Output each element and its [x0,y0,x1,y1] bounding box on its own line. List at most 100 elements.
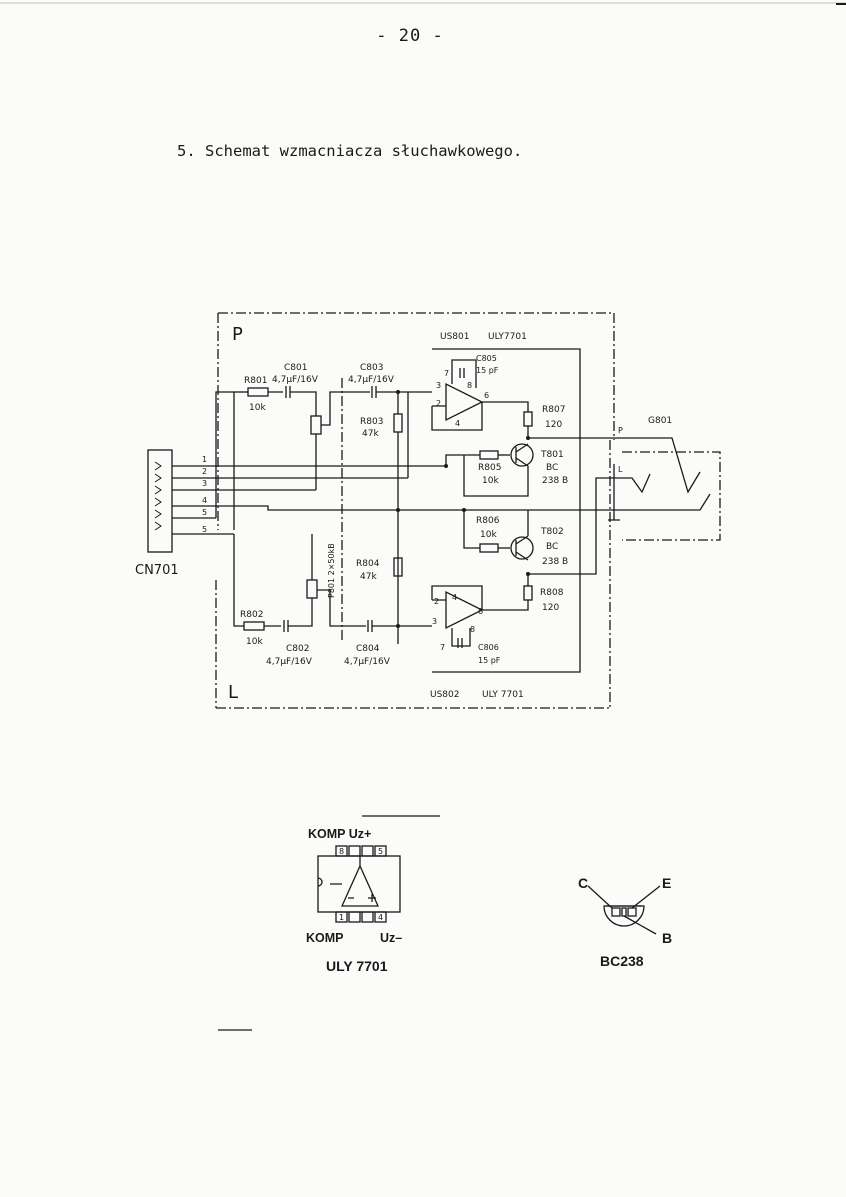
bottom-opamp-pin4: 4 [452,593,457,602]
ic-package-name: ULY 7701 [326,958,388,974]
top-opamp-out [482,401,529,412]
jack-g801 [608,437,721,541]
r801-value: 10k [249,403,266,413]
ic-pin-4: 4 [378,913,383,922]
t801-variant: 238 B [542,476,568,486]
r804-symbol [393,557,403,577]
t802-label: T802 [540,527,564,537]
c806-label: C806 [478,643,499,652]
r808-out [527,477,614,586]
t801-type: BC [546,463,558,473]
c803-symbol [360,386,399,414]
bottom-opamp-pin6: 6 [478,607,483,616]
c806-value: 15 pF [478,656,501,665]
ic-pin-bottom-right: Uz– [380,931,402,945]
top-opamp-pin2: 2 [436,399,441,408]
pin-1-label: 1 [202,455,207,464]
r803-value: 47k [362,429,379,439]
r807-label: R807 [542,405,565,415]
transistor-e-label: E [662,875,671,891]
c803-label: C803 [360,363,383,373]
top-opamp-pin8: 8 [467,381,472,390]
section-heading: 5. Schemat wzmacniacza słuchawkowego. [177,142,523,160]
top-input-wire [215,391,235,530]
ic-pin-5: 5 [378,847,383,856]
c801-value: 4,7µF/16V [272,375,319,385]
bottom-opamp-pin8: 8 [470,625,475,634]
t802-symbol [510,536,534,560]
page-number: - 20 - [376,26,444,46]
c804-symbol [360,620,432,632]
p801-bottom-wiper [311,534,360,627]
c805-symbol [459,368,465,378]
c802-symbol [264,598,313,632]
c806-wire [451,628,471,647]
r803-symbol [393,413,403,433]
t801-label: T801 [540,450,564,460]
bottom-feedback [431,585,483,610]
r804-label: R804 [356,559,380,569]
top-opamp-pin6: 6 [484,391,489,400]
c804-value: 4,7µF/16V [344,657,391,667]
c805-label: C805 [476,354,497,363]
t801-symbol [510,443,534,467]
r803-label: R803 [360,417,383,427]
top-opamp-pin3: 3 [436,381,441,390]
t801-emitter [463,455,529,497]
connector-bus [172,465,700,535]
pin-5-label: 5 [202,508,207,517]
r802-symbol [243,621,265,631]
channel-l-label: L [228,682,238,703]
ic-bottom-ref: US802 [430,690,459,700]
r801-symbol [247,387,269,397]
ic-bottom-type: ULY 7701 [482,690,524,700]
r806-value: 10k [480,530,497,540]
channel-l-box [215,440,611,709]
ic-pin-1: 1 [339,913,344,922]
ic-package-drawing [218,815,440,1031]
r808-label: R808 [540,588,564,598]
t801-leads [515,443,529,467]
r805-value: 10k [482,476,499,486]
c802-label: C802 [286,644,309,654]
connector-label: CN701 [135,563,179,578]
connector-cn701 [147,449,173,553]
bottom-opamp-pin2: 2 [434,597,439,606]
channel-p-label: P [232,324,243,345]
r808-value: 120 [542,603,559,613]
ic-pin-top-labels: KOMP Uz+ [308,827,371,841]
ic-top-ref: US801 [440,332,469,342]
pin-2-label: 2 [202,467,207,476]
pin-3-label: 3 [202,479,207,488]
r807-out [527,426,614,439]
transistor-b-label: B [662,930,672,946]
p801-top-wiper [315,391,360,490]
p801-top-symbol [310,415,322,435]
p801-bottom-symbol [306,579,318,599]
pin-5b-label: 5 [202,525,207,534]
r801-label: R801 [244,376,267,386]
c806-symbol [457,638,463,648]
r807-symbol [523,411,533,427]
bottom-opamp-out [482,600,529,611]
c805-wire [451,359,477,388]
bottom-opamp-symbol [445,590,484,630]
t802-variant: 238 B [542,557,568,567]
r807-value: 120 [545,420,562,430]
r802-label: R802 [240,610,263,620]
top-feedback [431,402,483,431]
c805-value: 15 pF [476,366,499,375]
bottom-opamp-pin7: 7 [440,643,445,652]
r806-wire-in [463,510,480,549]
ic-pin-8: 8 [339,847,344,856]
transistor-c-label: C [578,875,588,891]
jack-p-label: P [618,426,623,435]
top-opamp-symbol [445,382,484,422]
bottom-opamp-pin3: 3 [432,617,437,626]
top-opamp-pin7: 7 [444,369,449,378]
c804-label: C804 [356,644,380,654]
t802-leads [515,535,529,561]
transistor-name: BC238 [600,953,644,969]
jack-label: G801 [648,416,672,426]
